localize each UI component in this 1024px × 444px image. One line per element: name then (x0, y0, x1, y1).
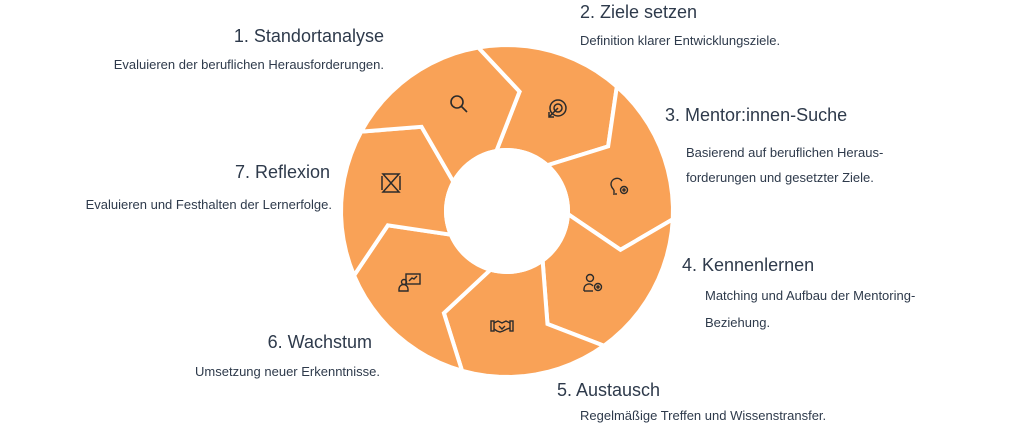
step-5-desc: Regelmäßige Treffen und Wissenstransfer. (580, 408, 827, 423)
hourglass-icon (379, 171, 403, 195)
center-hole (444, 148, 570, 274)
step-3-desc-line-2: forderungen und gesetzter Ziele. (686, 170, 874, 185)
step-6-title: 6. Wachstum (267, 332, 372, 352)
search-icon (447, 92, 471, 116)
step-4-desc-line-1: Matching und Aufbau der Mentoring- (705, 288, 916, 303)
step-2-desc: Definition klarer Entwicklungsziele. (580, 33, 781, 48)
handshake-icon (490, 314, 514, 338)
target-icon (545, 97, 569, 121)
step-1-desc: Evaluieren der beruflichen Herausforderu… (113, 57, 384, 72)
step-7-title: 7. Reflexion (234, 162, 330, 182)
step-5-title: 5. Austausch (557, 380, 661, 400)
step-4-title: 4. Kennenlernen (682, 255, 815, 275)
step-2-title: 2. Ziele setzen (580, 2, 698, 22)
step-1-title: 1. Standortanalyse (233, 26, 384, 46)
step-6-desc: Umsetzung neuer Erkenntnisse. (195, 364, 380, 379)
step-4-desc-line-2: Beziehung. (705, 315, 771, 330)
lightbulb-gear-icon (608, 174, 632, 198)
presentation-icon (398, 270, 422, 294)
step-7-desc: Evaluieren und Festhalten der Lernerfolg… (85, 197, 332, 212)
step-3-title: 3. Mentor:innen-Suche (665, 105, 848, 125)
step-3-desc-line-1: Basierend auf beruflichen Heraus- (686, 145, 884, 160)
user-gear-icon (582, 271, 606, 295)
